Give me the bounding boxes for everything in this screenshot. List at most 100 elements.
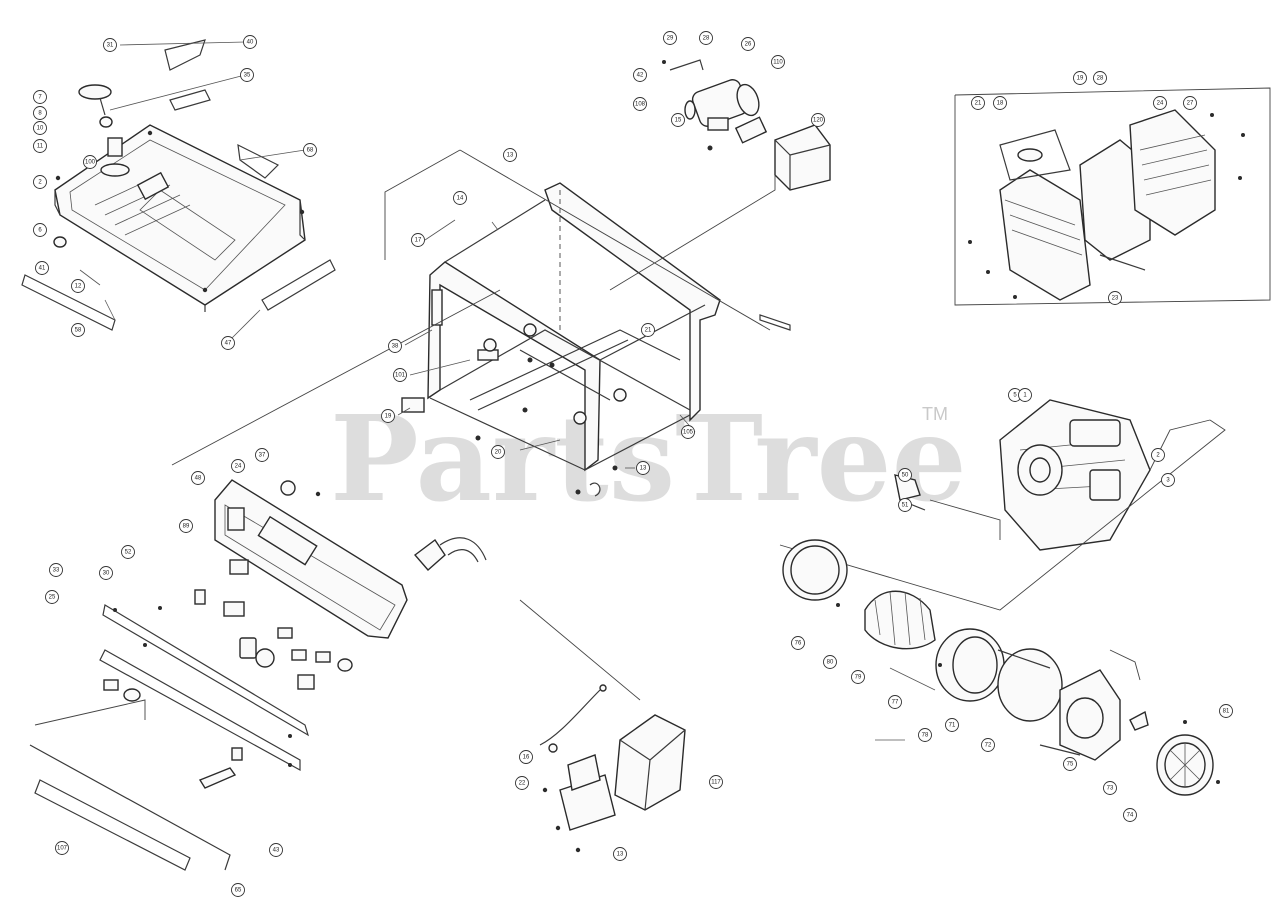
callout-muffler-27: 27 bbox=[1183, 96, 1197, 110]
callout-bubble bbox=[453, 191, 467, 205]
callout-number: 42 bbox=[637, 73, 644, 79]
callout-number: 13 bbox=[617, 852, 624, 858]
callout-number: 38 bbox=[392, 344, 399, 350]
callout-bubble bbox=[633, 97, 647, 111]
callout-bubble bbox=[823, 655, 837, 669]
callout-bubble bbox=[1219, 704, 1233, 718]
callout-muffler-23: 23 bbox=[1108, 291, 1122, 305]
callout-number: 79 bbox=[855, 675, 862, 681]
callout-bubble bbox=[231, 459, 245, 473]
callout-number: 52 bbox=[125, 550, 132, 556]
callout-bubble bbox=[83, 155, 97, 169]
callout-bubble bbox=[791, 636, 805, 650]
callout-number: 100 bbox=[85, 160, 96, 166]
callout-control-panel-25: 25 bbox=[45, 590, 59, 604]
callout-control-panel-65: 65 bbox=[231, 883, 245, 897]
callout-bubble bbox=[1103, 781, 1117, 795]
callout-number: 13 bbox=[507, 153, 514, 159]
callout-bubble bbox=[636, 461, 650, 475]
callout-bubble bbox=[709, 775, 723, 789]
callout-number: 23 bbox=[1112, 296, 1119, 302]
callout-number: 1 bbox=[1023, 393, 1027, 399]
callout-bubble bbox=[33, 106, 47, 120]
callout-alternator-78: 78 bbox=[918, 728, 932, 742]
callout-number: 80 bbox=[827, 660, 834, 666]
callout-control-panel-52: 52 bbox=[121, 545, 135, 559]
callout-number: 10 bbox=[37, 126, 44, 132]
callout-frame-13: 13 bbox=[636, 461, 650, 475]
callout-number: 77 bbox=[892, 700, 899, 706]
callout-number: 29 bbox=[667, 36, 674, 42]
callout-number: 30 bbox=[103, 571, 110, 577]
callout-number: 11 bbox=[37, 144, 44, 150]
callout-number: 107 bbox=[57, 846, 68, 852]
watermark-trademark: TM bbox=[922, 404, 948, 424]
callout-fuel-tank-40: 40 bbox=[243, 35, 257, 49]
callout-bubble bbox=[851, 670, 865, 684]
callout-fuel-tank-41: 41 bbox=[35, 261, 49, 275]
callout-bubble bbox=[1018, 388, 1032, 402]
callout-number: 108 bbox=[635, 102, 646, 108]
callout-fuel-tank-8: 8 bbox=[33, 106, 47, 120]
callout-wiring-13: 13 bbox=[613, 847, 627, 861]
callout-number: 35 bbox=[244, 73, 251, 79]
callout-bubble bbox=[1093, 71, 1107, 85]
engine-assembly bbox=[779, 399, 1226, 611]
callout-alternator-73: 73 bbox=[1103, 781, 1117, 795]
watermark-text: PartsTree bbox=[330, 389, 967, 528]
alternator-assembly bbox=[782, 539, 1220, 796]
callout-bubble bbox=[1153, 96, 1167, 110]
callout-engine-1: 1 bbox=[1018, 388, 1032, 402]
callout-fuel-tank-10: 10 bbox=[33, 121, 47, 135]
callout-control-panel-48: 48 bbox=[191, 471, 205, 485]
callout-bubble bbox=[681, 425, 695, 439]
callout-bubble bbox=[55, 841, 69, 855]
callout-alternator-77: 77 bbox=[888, 695, 902, 709]
callout-bubble bbox=[33, 175, 47, 189]
callout-bubble bbox=[515, 776, 529, 790]
callout-frame-17: 17 bbox=[411, 233, 425, 247]
callout-bubble bbox=[71, 279, 85, 293]
callout-number: 37 bbox=[259, 453, 266, 459]
callout-fuel-tank-68: 68 bbox=[303, 143, 317, 157]
callout-number: 8 bbox=[38, 111, 42, 117]
callout-control-panel-30: 30 bbox=[99, 566, 113, 580]
callout-alternator-80: 80 bbox=[823, 655, 837, 669]
callout-bubble bbox=[641, 323, 655, 337]
callout-engine-3: 3 bbox=[1161, 473, 1175, 487]
callout-bubble bbox=[33, 139, 47, 153]
callout-bubble bbox=[741, 37, 755, 51]
callout-number: 28 bbox=[1097, 76, 1104, 82]
callout-muffler-19: 19 bbox=[1073, 71, 1087, 85]
callout-number: 5 bbox=[1013, 393, 1017, 399]
callout-bubble bbox=[519, 750, 533, 764]
callout-bubble bbox=[231, 883, 245, 897]
callout-fuel-tank-58: 58 bbox=[71, 323, 85, 337]
callout-number: 2 bbox=[1156, 453, 1160, 459]
callout-bubble bbox=[1151, 448, 1165, 462]
callout-number: 89 bbox=[183, 524, 190, 530]
callout-battery-120: 120 bbox=[811, 113, 825, 127]
callout-bubble bbox=[179, 519, 193, 533]
callout-bubble bbox=[191, 471, 205, 485]
callout-frame-21: 21 bbox=[641, 323, 655, 337]
callout-bubble bbox=[255, 448, 269, 462]
callout-bubble bbox=[1108, 291, 1122, 305]
callout-number: 50 bbox=[902, 473, 909, 479]
callout-alternator-79: 79 bbox=[851, 670, 865, 684]
callout-muffler-24: 24 bbox=[1153, 96, 1167, 110]
callout-number: 76 bbox=[795, 641, 802, 647]
callout-bubble bbox=[1161, 473, 1175, 487]
callout-bubble bbox=[33, 223, 47, 237]
callout-fuel-tank-47: 47 bbox=[221, 336, 235, 350]
callout-alternator-81: 81 bbox=[1219, 704, 1233, 718]
callout-bubble bbox=[1063, 757, 1077, 771]
callout-bubble bbox=[103, 38, 117, 52]
callout-fuel-tank-6: 6 bbox=[33, 223, 47, 237]
callout-bubble bbox=[240, 68, 254, 82]
callout-number: 105 bbox=[683, 430, 694, 436]
callout-bubble bbox=[411, 233, 425, 247]
callout-number: 120 bbox=[813, 118, 824, 124]
control-panel-assembly bbox=[29, 289, 501, 871]
callout-control-panel-37: 37 bbox=[255, 448, 269, 462]
